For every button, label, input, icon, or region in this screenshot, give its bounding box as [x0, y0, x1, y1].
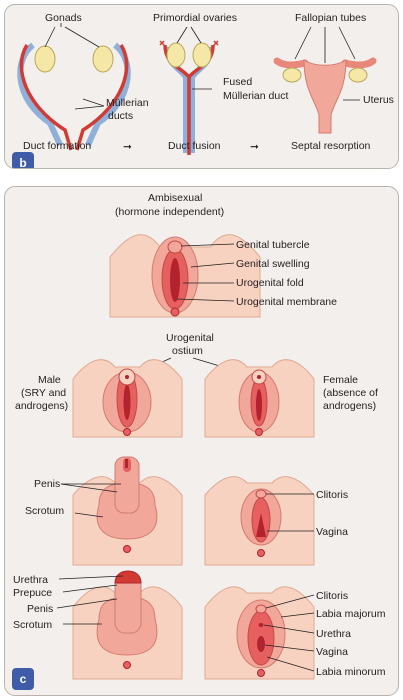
ambisexual-subtitle: (hormone independent): [115, 206, 224, 218]
label-ostium-2: ostium: [172, 345, 203, 357]
label-urogenital-fold: Urogenital fold: [236, 277, 304, 289]
label-urogenital-membrane: Urogenital membrane: [236, 296, 337, 308]
uterus-shape: [303, 59, 347, 134]
male-mid-figure: [60, 456, 183, 566]
label-scrotum-mid: Scrotum: [25, 505, 64, 517]
fallopian-tube-right: [341, 57, 377, 69]
label-ostium-1: Urogenital: [166, 332, 214, 344]
label-male-1: Male: [38, 374, 61, 386]
urethra-opening: [258, 623, 264, 627]
panel-c-external-genitalia: Ambisexual (hormone independent) Genital…: [4, 186, 399, 696]
label-penis-final: Penis: [27, 603, 53, 615]
step-arrow-1: ➞: [123, 141, 132, 153]
female-final-figure: [204, 586, 315, 680]
female-mid-figure: [204, 476, 315, 566]
label-genital-swelling: Genital swelling: [236, 258, 310, 270]
wolffian-duct-left: [17, 42, 63, 147]
penis: [114, 456, 140, 514]
clitoris: [255, 489, 267, 499]
label-penis-mid: Penis: [34, 478, 60, 490]
label-gonads: Gonads: [45, 12, 82, 24]
fallopian-tube-left: [273, 57, 309, 69]
label-genital-tubercle: Genital tubercle: [236, 239, 310, 251]
label-labia-minorum: Labia minorum: [316, 666, 386, 678]
male-final-figure: [56, 570, 183, 680]
genitalia-diagram: Ambisexual (hormone independent) Genital…: [13, 192, 386, 680]
step-duct-formation: Duct formation: [23, 140, 91, 152]
gonad-right: [92, 45, 114, 73]
ambisexual-title: Ambisexual: [148, 192, 202, 204]
panel-badge-c: c: [12, 668, 34, 690]
label-scrotum-final: Scrotum: [13, 619, 52, 631]
label-fused-1: Fused: [223, 76, 252, 88]
panel-badge-b: b: [12, 152, 34, 168]
label-urethra-female: Urethra: [316, 628, 351, 640]
label-urethra-male: Urethra: [13, 574, 48, 586]
gonad-left: [34, 45, 56, 73]
vagina-opening: [257, 636, 265, 652]
wolffian-duct-right: [85, 42, 131, 147]
ambisexual-figure: [109, 234, 261, 318]
label-mullerian-1: Müllerian: [106, 97, 149, 109]
step-duct-fusion: Duct fusion: [168, 140, 221, 152]
label-prepuce: Prepuce: [13, 587, 52, 599]
mullerian-duct-left: [19, 44, 73, 151]
primordial-ovary-right: [192, 42, 212, 68]
label-male-3: androgens): [15, 400, 68, 412]
label-female-2: (absence of: [323, 387, 378, 399]
label-uterus: Uterus: [363, 94, 394, 106]
primordial-ovary-left: [166, 42, 186, 68]
duct-fusion-figure: [159, 26, 219, 155]
label-female-3: androgens): [323, 400, 376, 412]
label-fallopian-tubes: Fallopian tubes: [295, 12, 366, 24]
male-early-figure: [72, 359, 183, 438]
urogenital-membrane: [170, 258, 180, 302]
label-clitoris-mid: Clitoris: [316, 489, 348, 501]
label-labia-majorum: Labia majorum: [316, 608, 386, 620]
step-arrow-2: ➞: [250, 141, 259, 153]
label-vagina-final: Vagina: [316, 646, 348, 658]
duct-formation-figure: [17, 23, 131, 151]
panel-b-duct-development: Gonads Primordial ovaries Fused Mülleria…: [4, 4, 399, 169]
label-mullerian-2: ducts: [108, 110, 133, 122]
septal-resorption-figure: [273, 26, 377, 134]
label-primordial-ovaries: Primordial ovaries: [153, 12, 237, 24]
step-septal-resorption: Septal resorption: [291, 140, 371, 152]
label-female-1: Female: [323, 374, 358, 386]
label-fused-2: Müllerian duct: [223, 90, 288, 102]
female-early-figure: [204, 359, 315, 438]
label-vagina-mid: Vagina: [316, 526, 348, 538]
duct-diagram: Gonads Primordial ovaries Fused Mülleria…: [17, 12, 394, 155]
mullerian-duct-right: [75, 44, 129, 151]
genital-tubercle: [167, 240, 183, 254]
label-male-2: (SRY and: [21, 387, 66, 399]
label-clitoris-final: Clitoris: [316, 590, 348, 602]
